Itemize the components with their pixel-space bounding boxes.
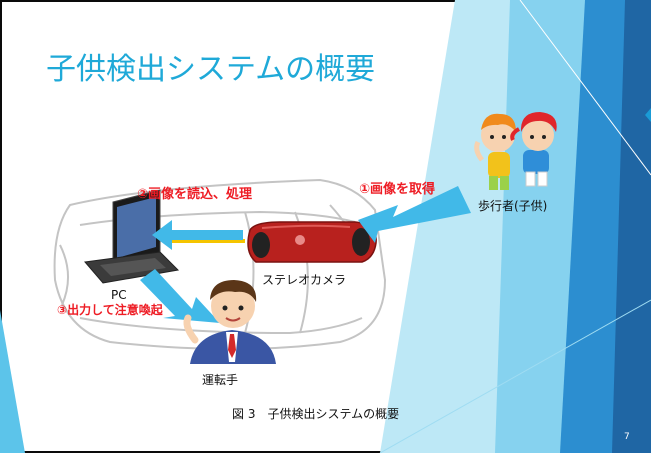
step1-label: ①画像を取得	[359, 182, 436, 197]
arrow-step1	[358, 186, 471, 243]
children-icon	[474, 112, 557, 190]
laptop-icon	[84, 189, 180, 284]
figure-caption: 図 3 子供検出システムの概要	[232, 407, 400, 421]
step2-label: ②画像を読込、処理	[137, 187, 253, 202]
pc-label: PC	[111, 288, 127, 302]
camera-label: ステレオカメラ	[262, 273, 347, 287]
stereo-camera-icon	[247, 221, 377, 263]
arrow-step2	[152, 220, 243, 250]
driver-icon	[183, 280, 276, 364]
driver-label: 運転手	[202, 373, 239, 387]
pedestrian-label: 歩行者(子供)	[478, 199, 548, 213]
step3-label: ③出力して注意喚起	[57, 303, 163, 317]
arrow-step3	[140, 269, 220, 323]
car-outline-icon	[53, 178, 387, 350]
page-number: 7	[624, 432, 630, 442]
slide-title: 子供検出システムの概要	[46, 52, 376, 87]
